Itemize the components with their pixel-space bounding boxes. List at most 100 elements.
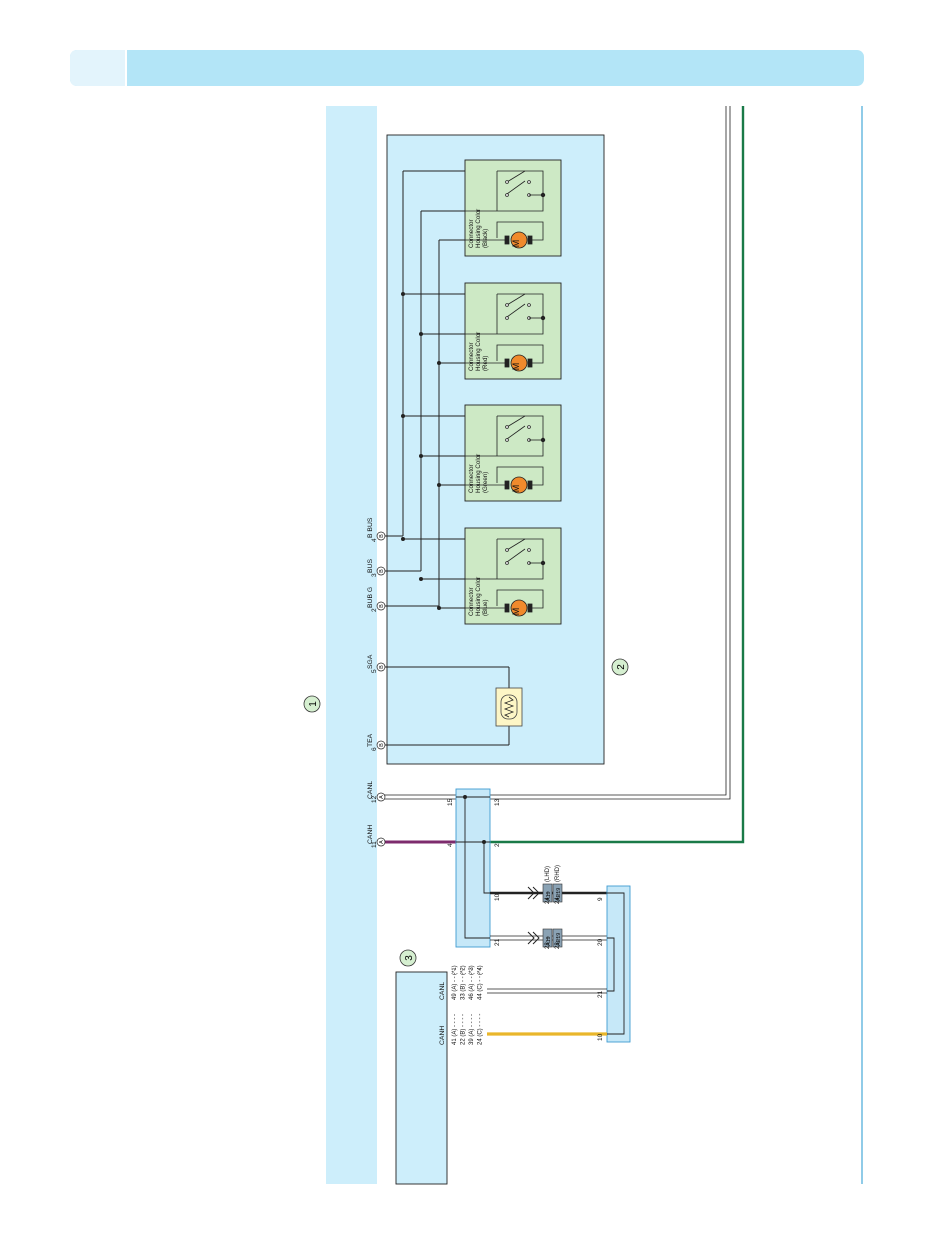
- joint-1-splice-b: [482, 840, 486, 844]
- terminal-signal-name: TEA: [367, 733, 374, 747]
- terminal-pin-number: 5: [371, 669, 378, 673]
- terminal-connector-circle: [376, 740, 386, 750]
- terminal-connector-letter: B: [379, 569, 385, 573]
- comp3-canh-pin: 22 (B) - - - -: [461, 1014, 467, 1045]
- terminal-stubs: [384, 535, 510, 746]
- joint1-pin-13: 13: [494, 798, 501, 806]
- joint1-pin-4: 4: [447, 843, 454, 847]
- module-label-line-2: Housing Color: [475, 209, 482, 248]
- green-canh-wire: [490, 106, 745, 844]
- terminal-connector-letter: B: [379, 665, 385, 669]
- joint1-pin-10: 10: [494, 893, 501, 901]
- splice-dot: [401, 537, 405, 541]
- inline-note-b: (RHD): [555, 865, 561, 882]
- module-housing-color: (Green): [482, 472, 489, 493]
- terminal-connector-letter: B: [379, 743, 385, 747]
- terminal-signal-name: CANL: [367, 781, 374, 799]
- module-housing-color: (Blue): [482, 599, 489, 616]
- header-bar: [70, 50, 864, 86]
- module-housing-color: (Red): [482, 356, 489, 371]
- switch-symbol: [465, 293, 546, 368]
- module-label-line-1: Connector: [468, 219, 475, 248]
- callout-1: 1: [303, 695, 321, 713]
- terminal-connector-circle: [376, 662, 386, 672]
- joint-connector-1: [455, 788, 491, 948]
- callout-3-label: 3: [404, 955, 415, 961]
- module-label-line-2: Housing Color: [475, 454, 482, 493]
- terminal-pin-number: 3: [371, 573, 378, 577]
- switch-symbol: [465, 415, 546, 490]
- module-label-line-2: Housing Color: [475, 332, 482, 371]
- comp3-canl-note: (*4): [478, 965, 484, 975]
- callout-2: 2: [611, 658, 629, 676]
- module-label-line-1: Connector: [468, 464, 475, 493]
- module-label-line-2: Housing Color: [475, 577, 482, 616]
- terminal-signal-name: BUB G: [367, 587, 374, 608]
- splice-dot: [419, 454, 423, 458]
- inline-conn-code-b: AE19: [556, 888, 562, 901]
- motor-icon: [510, 231, 528, 249]
- splice-dot: [401, 292, 405, 296]
- callout-1-label: 1: [308, 701, 319, 707]
- bus-trunks: [402, 171, 440, 606]
- inline-conn-code-a: A19: [546, 936, 552, 946]
- joint-2-internal: [607, 892, 625, 1035]
- header-tab: [70, 50, 125, 86]
- terminal-connector-letter: A: [379, 840, 385, 844]
- canl-wire: [384, 794, 456, 800]
- joint2-pin-9: 9: [597, 897, 604, 901]
- terminal-connector-circle: [376, 837, 386, 847]
- terminal-pin-number: 2: [371, 608, 378, 612]
- terminal-pin-number: 6: [371, 747, 378, 751]
- inline-pin-a: 24 --: [545, 892, 551, 904]
- component-1-strip: [326, 106, 377, 1184]
- comp3-canl-pin: 44 (C) - - - -: [478, 969, 484, 1000]
- motor-icon: [510, 599, 528, 617]
- motor-label: M: [511, 240, 521, 248]
- inline-connector-arrows: [527, 886, 540, 945]
- splice-dot: [419, 577, 423, 581]
- joint-connector-2: [606, 885, 631, 1043]
- comp3-canl-pin: 49 (A) - - - -: [452, 969, 458, 1000]
- motor-label: M: [511, 608, 521, 616]
- inline-connector-boxes: [542, 883, 563, 948]
- joint-1-splice-a: [463, 795, 467, 799]
- inline-pin-b: 24 --: [555, 892, 561, 904]
- module-housing-color: (Black): [482, 229, 489, 248]
- canl-double-wire: [490, 106, 731, 800]
- motor-icon: [510, 354, 528, 372]
- terminal-connector-letter: B: [379, 534, 385, 538]
- terminal-connector-circle: [376, 792, 386, 802]
- terminal-signal-name: CANH: [367, 825, 374, 844]
- terminal-signal-name: SGA: [367, 654, 374, 669]
- terminal-pin-number: 4: [371, 538, 378, 542]
- terminal-connector-circle: [376, 601, 386, 611]
- callout-2-label: 2: [616, 664, 627, 670]
- switch-symbol: [465, 538, 546, 613]
- joint1-pin-21: 21: [494, 938, 501, 946]
- splice-dot: [437, 483, 441, 487]
- terminal-connector-circle: [376, 531, 386, 541]
- joint1-pin-2: 2: [494, 843, 501, 847]
- comp3-canl-label: CANL: [439, 982, 446, 1000]
- joint2-pin-21: 21: [597, 990, 604, 998]
- comp3-canl-note: (*3): [469, 965, 475, 975]
- joint1-pin-15: 15: [447, 798, 454, 806]
- comp3-canl-pin: 46 (A) - - - -: [469, 969, 475, 1000]
- splice-dot: [419, 332, 423, 336]
- terminal-pin-number: 12: [371, 795, 378, 803]
- switch-symbol: [465, 170, 546, 245]
- inline-conn-code-a: A19: [546, 891, 552, 901]
- terminal-connector-letter: B: [379, 604, 385, 608]
- callout-3: 3: [399, 949, 417, 967]
- comp3-canl-note: (*2): [461, 965, 467, 975]
- comp3-canl-pin: 33 (B) - - - -: [461, 969, 467, 1000]
- motor-label: M: [511, 485, 521, 493]
- comp3-canh-label: CANH: [439, 1026, 446, 1045]
